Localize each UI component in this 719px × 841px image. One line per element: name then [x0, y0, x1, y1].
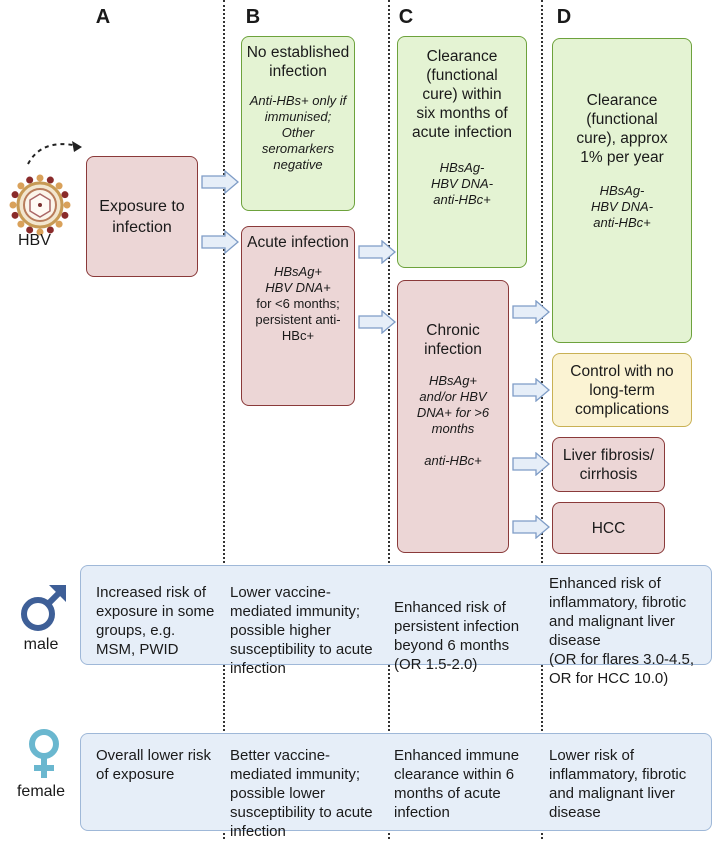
hcc-label: HCC	[591, 519, 626, 537]
virus-spike	[9, 201, 17, 209]
right-arrow-icon	[201, 170, 239, 194]
female-col-a: Overall lower risk of exposure	[96, 747, 212, 783]
acute-title: Acute infection	[247, 234, 349, 251]
exposure-label: Exposure to infection	[99, 197, 185, 236]
female-symbol-icon	[29, 729, 59, 778]
male-col-d-or: (OR for flares 3.0-4.5, OR for HCC 10.0)	[549, 651, 695, 687]
male-symbol-icon	[21, 585, 66, 631]
female-col-d: Lower risk of inflammatory, fibrotic and…	[549, 747, 687, 821]
virus-spike	[17, 182, 25, 190]
female-col-c: Enhanced immune clearance within 6 month…	[394, 747, 520, 821]
clearance-six-months-box: Clearance (functional cure) within six m…	[397, 36, 527, 268]
acute-marker-3: for <6 months; persistent anti-HBc+	[255, 296, 341, 343]
male-col-c: Enhanced risk of persistent infection be…	[394, 599, 520, 673]
column-label-a: A	[95, 6, 111, 28]
virus-spike	[61, 191, 69, 199]
clearance-yearly-box: Clearance (functional cure), approx 1% p…	[552, 38, 692, 343]
column-divider	[541, 0, 543, 839]
virus-spike	[11, 211, 19, 219]
clearance-d-marker-2: HBV DNA-	[590, 199, 654, 214]
chronic-marker-2: anti-HBc+	[424, 453, 482, 468]
right-arrow-icon	[358, 240, 396, 264]
virus-spike	[46, 226, 54, 234]
right-arrow-icon	[358, 310, 396, 334]
acute-infection-box: Acute infection HBsAg+ HBV DNA+ for <6 m…	[241, 226, 355, 406]
virus-spike	[17, 220, 25, 228]
no-infection-marker-2: Other seromarkers negative	[261, 125, 335, 172]
exposure-box: Exposure to infection	[86, 156, 198, 277]
fibrosis-label: Liver fibrosis/ cirrhosis	[562, 446, 655, 483]
right-arrow-icon	[512, 452, 550, 476]
male-row	[80, 565, 712, 665]
female-row	[80, 733, 712, 831]
control-box: Control with no long-term complications	[552, 353, 692, 427]
virus-spike	[26, 176, 34, 184]
hcc-box: HCC	[552, 502, 665, 554]
male-col-d-main: Enhanced risk of inflammatory, fibrotic …	[549, 575, 687, 649]
virus-icon	[9, 174, 71, 236]
column-label-d: D	[556, 6, 572, 28]
column-label-b: B	[245, 6, 261, 28]
right-arrow-icon	[512, 515, 550, 539]
virus-spike	[26, 226, 34, 234]
chronic-marker-1: HBsAg+ and/or HBV DNA+ for >6 months	[416, 373, 490, 436]
virus-spike	[55, 220, 63, 228]
chronic-infection-box: Chronic infection HBsAg+ and/or HBV DNA+…	[397, 280, 509, 553]
clearance-d-marker-3: anti-HBc+	[593, 215, 651, 230]
right-arrow-icon	[201, 230, 239, 254]
curved-arrow-icon	[27, 141, 82, 165]
control-label: Control with no long-term complications	[570, 362, 674, 418]
female-label: female	[16, 783, 66, 800]
acute-marker-2: HBV DNA+	[265, 280, 331, 295]
virus-spike	[61, 211, 69, 219]
chronic-title: Chronic infection	[424, 322, 482, 358]
no-infection-box: No established infection Anti-HBs+ only …	[241, 36, 355, 211]
clearance-d-title: Clearance (functional cure), approx 1% p…	[576, 92, 668, 166]
right-arrow-icon	[512, 378, 550, 402]
male-label: male	[23, 636, 59, 653]
male-col-d: Enhanced risk of inflammatory, fibrotic …	[549, 574, 711, 688]
female-col-b: Better vaccine-mediated immunity; possib…	[230, 747, 373, 840]
virus-label: HBV	[18, 232, 51, 249]
virus-spike	[63, 201, 71, 209]
no-infection-title: No established infection	[246, 44, 350, 80]
no-infection-marker-1: Anti-HBs+ only if immunised;	[249, 93, 347, 124]
virus-spike	[46, 176, 54, 184]
virus-spike	[55, 182, 63, 190]
clearance-d-marker-1: HBsAg-	[599, 183, 645, 198]
male-col-a: Increased risk of exposure in some group…	[96, 584, 215, 658]
column-label-c: C	[398, 6, 414, 28]
right-arrow-icon	[512, 300, 550, 324]
column-divider	[388, 0, 390, 839]
clearance-c-marker-3: anti-HBc+	[433, 192, 491, 207]
clearance-c-title: Clearance (functional cure) within six m…	[412, 48, 512, 141]
virus-spike	[36, 228, 44, 236]
fibrosis-box: Liver fibrosis/ cirrhosis	[552, 437, 665, 492]
clearance-c-marker-2: HBV DNA-	[430, 176, 494, 191]
virus-spike	[11, 191, 19, 199]
virus-spike	[36, 174, 44, 182]
column-divider	[223, 0, 225, 839]
clearance-c-marker-1: HBsAg-	[439, 160, 485, 175]
male-col-b: Lower vaccine-mediated immunity; possibl…	[230, 584, 373, 677]
acute-marker-1: HBsAg+	[273, 264, 323, 279]
